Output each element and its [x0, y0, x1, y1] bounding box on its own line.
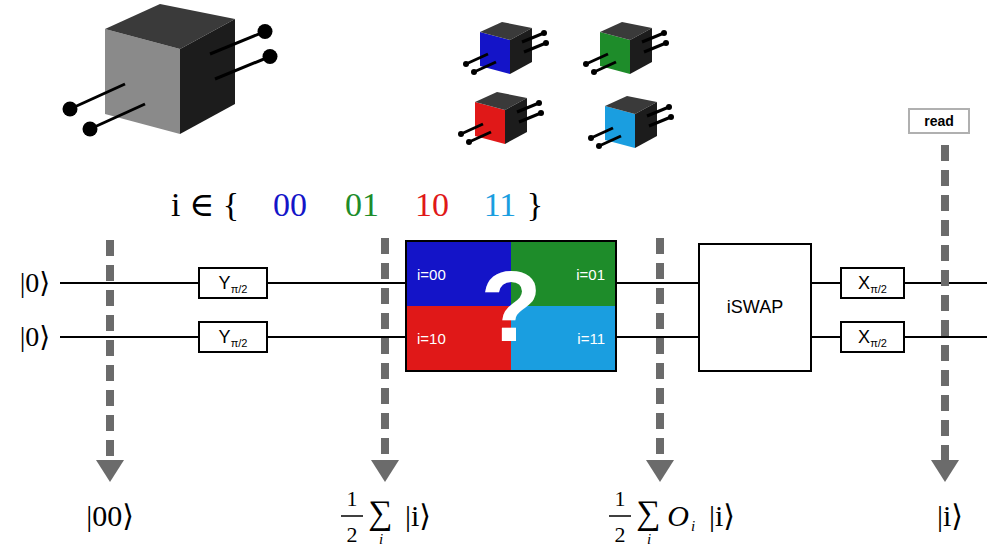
gate-subscript: π/2	[870, 283, 887, 295]
gate-label: i=11	[577, 330, 605, 347]
fraction-bar	[609, 515, 631, 517]
fraction-part: 2	[347, 524, 358, 546]
gate-label: iSWAP	[727, 297, 783, 318]
fraction-part: 1	[615, 488, 626, 510]
index-set: i ∈ {	[171, 188, 239, 222]
small-cube	[463, 22, 549, 75]
qubit-wire	[617, 282, 698, 284]
state-arrow	[646, 238, 674, 482]
readout-box: read	[908, 108, 970, 134]
index-set: }	[527, 188, 543, 222]
oracle-symbol: O	[667, 501, 689, 531]
gate-subscript: π/2	[231, 337, 248, 349]
sum-index: i	[647, 532, 651, 547]
gate-label: Y	[219, 273, 231, 294]
qubit-wire	[812, 282, 840, 284]
oracle-index: i	[691, 519, 695, 534]
sum-index: i	[379, 532, 383, 547]
sum-symbol: ∑	[636, 496, 660, 530]
gate-box: Yπ/2	[198, 267, 268, 299]
gate-label: i=00	[417, 266, 446, 283]
gate-label: X	[858, 273, 870, 294]
qubit-wire	[268, 282, 405, 284]
qubit-wire	[812, 336, 840, 338]
fraction-bar	[341, 515, 363, 517]
gate-subscript: π/2	[231, 283, 248, 295]
gate-box: Xπ/2	[840, 267, 905, 299]
state-arrow	[371, 238, 399, 482]
qubit-wire	[617, 336, 698, 338]
ket-label: |i⟩	[405, 501, 431, 531]
small-cube	[583, 22, 669, 75]
state-arrow	[96, 240, 124, 482]
index-value: 01	[345, 188, 379, 222]
index-value: 11	[484, 188, 517, 222]
index-value: 00	[273, 188, 307, 222]
small-cube	[458, 92, 544, 145]
ket-label: |0⟩	[20, 323, 51, 351]
state-label: |i⟩	[937, 501, 963, 531]
index-value: 10	[415, 188, 449, 222]
question-mark: ?	[480, 256, 541, 356]
gate-box: Yπ/2	[198, 321, 268, 353]
small-cube	[588, 96, 674, 149]
oracle-box: ? i=00 i=01 i=10 i=11	[405, 240, 617, 372]
gate-label: i=01	[576, 266, 605, 283]
gate-label: i=10	[417, 330, 446, 347]
gate-label: Y	[219, 327, 231, 348]
ket-label: |i⟩	[709, 501, 735, 531]
fraction-part: 1	[347, 488, 358, 510]
sum-symbol: ∑	[368, 496, 392, 530]
gate-box: Xπ/2	[840, 321, 905, 353]
ket-label: |0⟩	[20, 269, 51, 297]
state-label: |00⟩	[86, 501, 134, 531]
fraction-part: 2	[615, 524, 626, 546]
qubit-wire	[268, 336, 405, 338]
gate-subscript: π/2	[870, 337, 887, 349]
gate-label: X	[858, 327, 870, 348]
gate-label: read	[924, 113, 954, 129]
iswap-gate: iSWAP	[698, 243, 812, 372]
large-cube	[63, 4, 278, 137]
state-arrow	[931, 145, 959, 482]
